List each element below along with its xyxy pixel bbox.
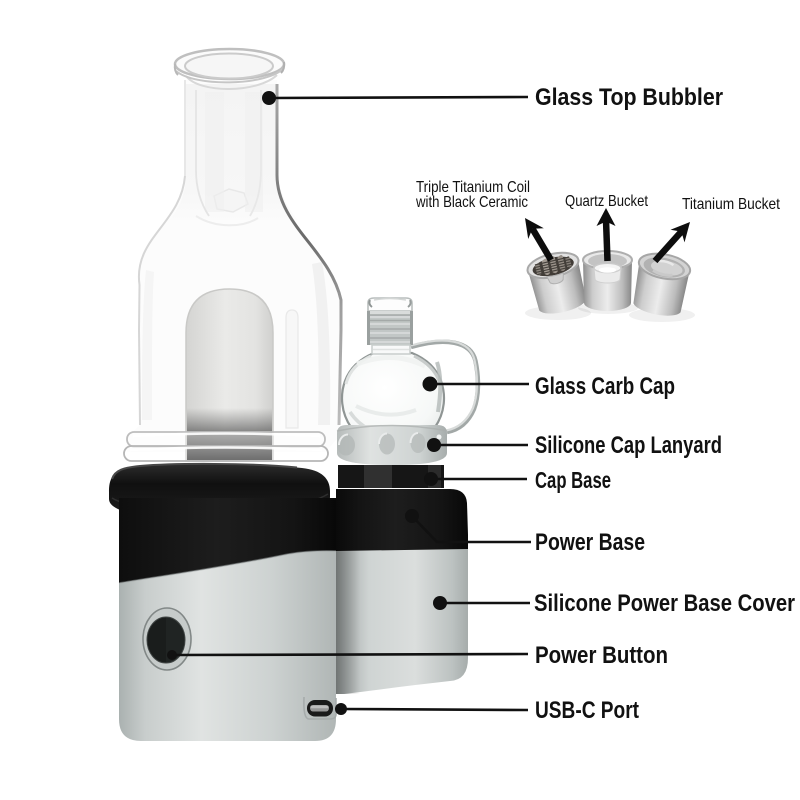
svg-text:Power Base: Power Base xyxy=(535,529,645,556)
svg-text:Cap Base: Cap Base xyxy=(535,467,611,493)
svg-text:Silicone Power Base Cover: Silicone Power Base Cover xyxy=(534,590,795,617)
svg-text:Glass Top Bubbler: Glass Top Bubbler xyxy=(535,84,723,111)
svg-text:Silicone Cap Lanyard: Silicone Cap Lanyard xyxy=(535,432,722,459)
svg-text:USB-C Port: USB-C Port xyxy=(535,697,639,724)
svg-text:Titanium Bucket: Titanium Bucket xyxy=(682,196,780,213)
svg-text:Quartz Bucket: Quartz Bucket xyxy=(565,193,648,210)
svg-text:Triple Titanium Coil: Triple Titanium Coil xyxy=(416,179,530,196)
svg-text:with Black Ceramic: with Black Ceramic xyxy=(415,194,528,211)
svg-text:Power Button: Power Button xyxy=(535,642,668,669)
svg-text:Glass Carb Cap: Glass Carb Cap xyxy=(535,373,675,400)
